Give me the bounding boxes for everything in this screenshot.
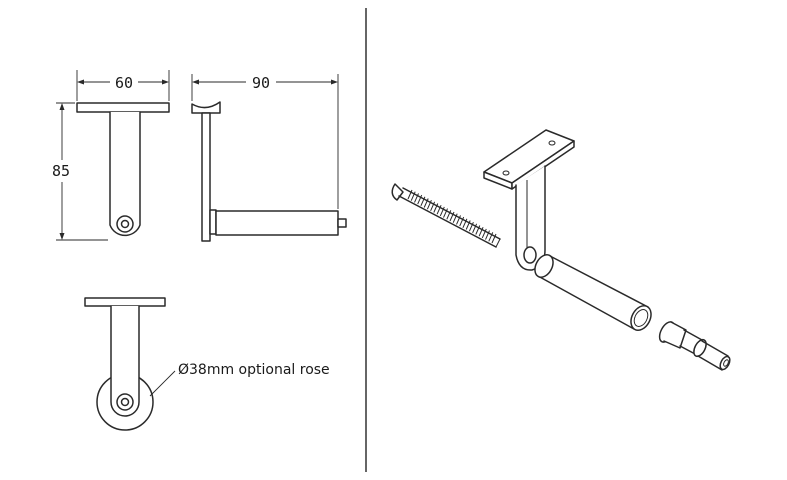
pin-flange: [209, 209, 217, 235]
bracket-stem: [109, 111, 141, 237]
rose-note: Ø38mm optional rose: [178, 362, 330, 378]
saddle-top: [191, 101, 221, 114]
mounting-plate: [76, 102, 170, 113]
height-label: 85: [52, 162, 70, 180]
length-dimension: 90: [191, 74, 339, 209]
width-label: 60: [115, 74, 133, 92]
iso-fixing-pin: [658, 321, 731, 371]
iso-bracket: [483, 129, 575, 271]
rose-view: Ø38mm optional rose: [84, 297, 330, 431]
rose-mounting-plate: [84, 297, 166, 307]
rose-bracket-stem: [110, 305, 140, 417]
width-dimension: 60: [76, 70, 170, 101]
pin-hole-inner: [120, 219, 130, 229]
pin-tube: [215, 210, 339, 236]
exploded-view: [391, 129, 731, 371]
height-dimension: 85: [50, 102, 108, 241]
side-view: [191, 101, 347, 242]
pin-thread: [337, 218, 347, 228]
threaded-bolt: [391, 183, 501, 248]
rose-pin-hole-inner: [120, 397, 130, 407]
iso-tube: [534, 254, 652, 331]
side-stem: [201, 112, 211, 242]
rose-leader-line: [149, 370, 176, 397]
length-label: 90: [252, 74, 270, 92]
front-view: [76, 102, 170, 237]
